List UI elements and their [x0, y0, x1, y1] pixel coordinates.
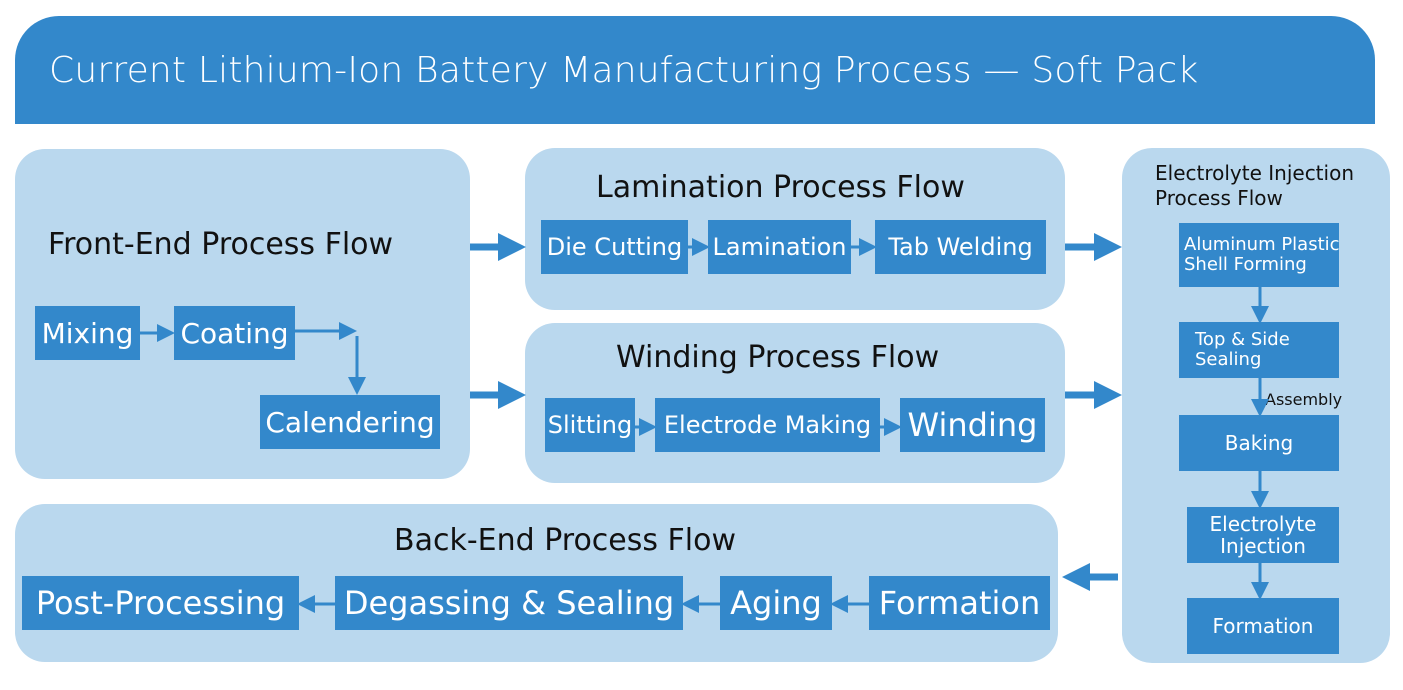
header-banner: Current Lithium-Ion Battery Manufacturin…	[15, 16, 1375, 124]
step-mixing: Mixing	[35, 306, 140, 360]
step-degassing-sealing: Degassing & Sealing	[335, 576, 683, 630]
step-post-processing: Post-Processing	[22, 576, 299, 630]
electrolyte-title-line2: Process Flow	[1155, 186, 1283, 210]
assembly-label: Assembly	[1265, 390, 1343, 409]
step-coating: Coating	[174, 306, 295, 360]
step-label-line2: Sealing	[1195, 349, 1262, 370]
step-electrode-making: Electrode Making	[655, 398, 880, 452]
step-die-cutting: Die Cutting	[541, 220, 688, 274]
step-label-line2: Injection	[1220, 534, 1306, 558]
back-end-title: Back-End Process Flow	[394, 523, 737, 558]
step-label-line1: Top & Side	[1195, 329, 1290, 351]
step-top-side-sealing: Top & Side Sealing	[1179, 322, 1339, 378]
step-tab-welding: Tab Welding	[875, 220, 1046, 274]
electrolyte-title-line1: Electrolyte Injection	[1155, 161, 1354, 185]
step-label-line1: Aluminum Plastic	[1184, 234, 1340, 256]
step-label-line1: Electrolyte	[1209, 512, 1317, 536]
front-end-title: Front-End Process Flow	[48, 227, 394, 262]
step-aluminum-plastic-shell-forming: Aluminum Plastic Shell Forming	[1179, 223, 1340, 287]
step-aging: Aging	[720, 576, 832, 630]
step-calendering: Calendering	[260, 395, 440, 449]
step-label-line2: Shell Forming	[1184, 254, 1307, 275]
step-baking: Baking	[1179, 415, 1339, 471]
step-formation-electrolyte: Formation	[1187, 598, 1339, 654]
step-lamination: Lamination	[708, 220, 851, 274]
step-winding: Winding	[900, 398, 1045, 452]
step-electrolyte-injection: Electrolyte Injection	[1187, 507, 1339, 563]
page-title: Current Lithium-Ion Battery Manufacturin…	[49, 50, 1199, 91]
step-slitting: Slitting	[545, 398, 635, 452]
step-formation-back-end: Formation	[869, 576, 1050, 630]
lamination-title: Lamination Process Flow	[596, 170, 965, 205]
winding-title: Winding Process Flow	[616, 340, 940, 375]
